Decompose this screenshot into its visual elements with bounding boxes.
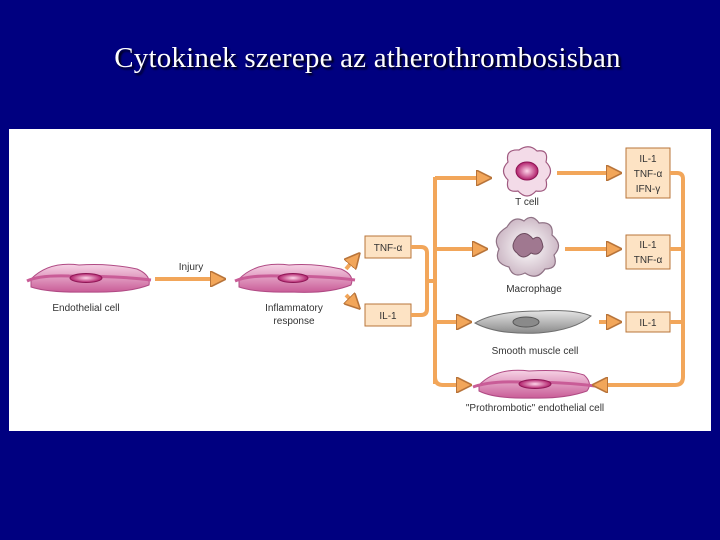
cytokine-diagram: Endothelial cell Injury Inflammatory res… xyxy=(26,146,685,414)
t-cell-output-3: IFN-γ xyxy=(636,184,660,195)
tnf-box-label: TNF-α xyxy=(374,243,403,254)
t-cell-label: T cell xyxy=(515,197,539,208)
return-connector xyxy=(599,171,685,387)
inflammatory-nucleus xyxy=(277,273,309,283)
t-cell-output-1: IL-1 xyxy=(639,154,657,165)
diagram-panel: Endothelial cell Injury Inflammatory res… xyxy=(9,129,711,431)
smooth-muscle-graphic xyxy=(473,310,592,334)
arrow-to-tnf xyxy=(346,255,358,271)
macrophage-label: Macrophage xyxy=(506,284,562,295)
macrophage-output-box xyxy=(625,234,671,270)
macrophage-output-1: IL-1 xyxy=(639,240,657,251)
prothrombotic-cell-graphic xyxy=(472,369,596,399)
merge-connector xyxy=(411,177,437,384)
t-cell-output-2: TNF-α xyxy=(634,169,663,180)
inflammatory-label-line2: response xyxy=(273,316,315,327)
endothelial-nucleus xyxy=(69,273,103,283)
macrophage-graphic xyxy=(495,216,560,277)
inflammatory-cell-graphic xyxy=(234,263,356,293)
t-cell-output-box xyxy=(625,147,671,199)
slide-title: Cytokinek szerepe az atherothrombosisban xyxy=(114,42,621,74)
smooth-muscle-output-1: IL-1 xyxy=(639,318,657,329)
arrow-to-prothrombotic xyxy=(433,376,469,385)
macrophage-output-2: TNF-α xyxy=(634,255,663,266)
t-cell-graphic xyxy=(502,146,552,197)
inflammatory-label-line1: Inflammatory xyxy=(265,303,323,314)
endothelial-cell-graphic xyxy=(26,263,152,293)
prothrombotic-label: "Prothrombotic" endothelial cell xyxy=(466,403,604,414)
arrow-to-il1 xyxy=(346,295,358,307)
il1-box-label: IL-1 xyxy=(379,311,397,322)
injury-label: Injury xyxy=(179,262,203,273)
endothelial-cell-label: Endothelial cell xyxy=(52,303,119,314)
smooth-muscle-label: Smooth muscle cell xyxy=(492,346,579,357)
